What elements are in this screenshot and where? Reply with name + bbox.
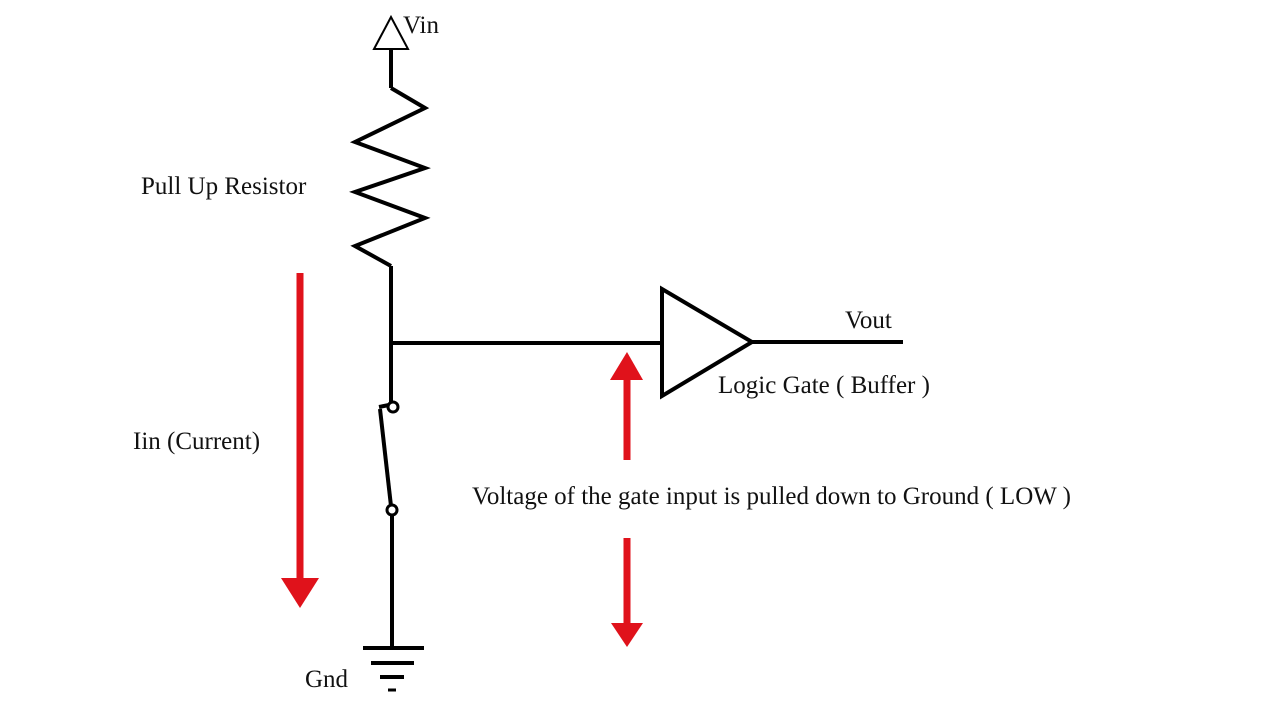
current-arrow-head <box>281 578 319 608</box>
current-arrow <box>281 273 319 608</box>
switch-lever-hook <box>378 403 390 409</box>
pullup-resistor-symbol <box>349 86 431 268</box>
vin-label: Vin <box>403 12 439 39</box>
switch-lever <box>378 408 393 507</box>
voltage-arrow-up <box>610 352 643 460</box>
logic-gate-label: Logic Gate ( Buffer ) <box>718 372 930 399</box>
switch-top-contact <box>386 400 400 414</box>
voltage-arrow-up-head <box>610 352 643 380</box>
voltage-note-label: Voltage of the gate input is pulled down… <box>472 483 1071 510</box>
current-label: Iin (Current) <box>133 428 260 455</box>
voltage-arrow-down-head <box>611 623 643 647</box>
pullup-resistor-label: Pull Up Resistor <box>141 173 307 200</box>
vout-label: Vout <box>845 307 892 334</box>
buffer-gate-symbol <box>660 285 756 400</box>
ground-symbol <box>363 646 424 692</box>
voltage-arrow-down <box>611 538 643 647</box>
switch-bottom-contact <box>385 503 399 517</box>
gnd-label: Gnd <box>305 666 349 693</box>
